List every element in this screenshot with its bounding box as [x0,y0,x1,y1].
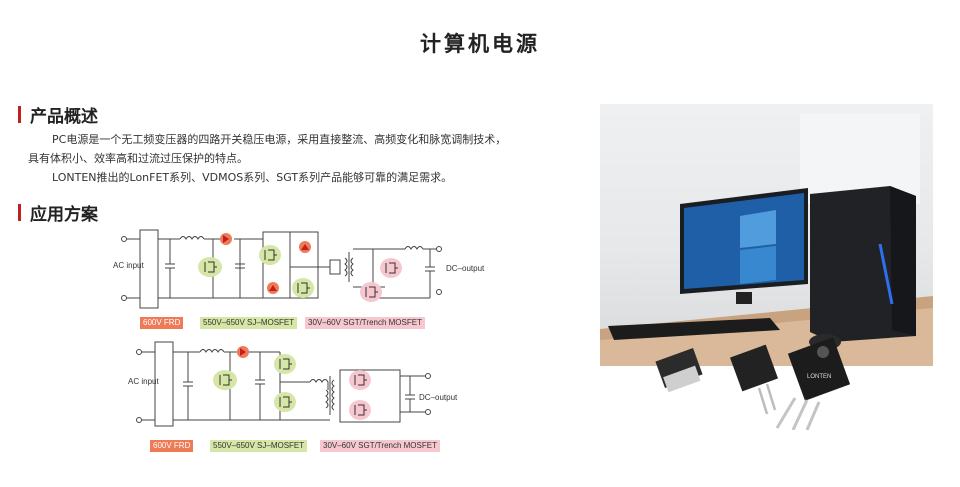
heading-accent-bar [18,106,21,123]
sj-mosfet-highlight [292,278,314,298]
pc-tower [810,186,916,342]
to220-package [729,344,779,415]
input-terminal [136,349,142,355]
sgt-mosfet-highlight [380,258,402,278]
sj-mosfet-highlight [274,354,296,374]
rectifier-bridge [139,229,159,309]
application-heading-text: 应用方案 [30,205,98,225]
dc-output-label: DC–output [446,264,485,273]
frd-tag: 600V FRD [150,440,194,452]
circuit-2-schematic [136,341,431,427]
sgt-mosfet-highlight [349,370,371,390]
frd-tag: 600V FRD [140,317,184,329]
sgt-mosfet-tag: 30V–60V SGT/Trench MOSFET [320,440,440,452]
sj-mosfet-highlight [213,370,237,390]
rectifier-bridge [154,341,174,427]
sgt-mosfet-highlight [349,400,371,420]
pc-illustration [600,114,933,366]
circuit-1-schematic [121,229,442,309]
sj-mosfet-highlight [198,257,222,277]
overview-heading: 产品概述 [18,102,98,127]
overview-line-3: LONTEN推出的LonFET系列、VDMOS系列、SGT系列产品能够可靠的满足… [52,171,453,184]
page-title: 计算机电源 [420,32,540,56]
sj-mosfet-highlight [259,245,281,265]
package-brand-mark: LONTEN [807,374,831,380]
ac-input-label: AC input [128,377,159,386]
output-terminal [436,246,442,252]
heading-accent-bar [18,204,21,221]
sj-mosfet-tag: 550V–650V SJ–MOSFET [200,317,298,329]
sgt-mosfet-tag: 30V–60V SGT/Trench MOSFET [305,317,425,329]
keyboard [608,318,780,340]
overview-heading-text: 产品概述 [30,107,98,127]
circuit-diagram-2: AC input DC–output 600V FRD 550V–650V SJ… [120,340,500,455]
output-terminal [436,289,442,295]
input-terminal [136,417,142,423]
output-terminal [425,373,431,379]
input-terminal [121,236,127,242]
overview-description: PC电源是一个无工频变压器的四路开关稳压电源，采用直接整流、高频变化和脉宽调制技… [28,130,588,187]
overview-line-2: 具有体积小、效率高和过流过压保护的特点。 [28,152,248,165]
transistor-packages: LONTEN [655,337,851,430]
to252-package [655,348,703,393]
circuit-diagram-1: AC input DC–output 600V FRD 550V–650V SJ… [105,222,485,332]
product-photo [600,104,933,366]
to247-package [775,337,851,430]
sj-mosfet-tag: 550V–650V SJ–MOSFET [210,440,308,452]
application-heading: 应用方案 [18,200,98,225]
overview-line-1: PC电源是一个无工频变压器的四路开关稳压电源，采用直接整流、高频变化和脉宽调制技… [52,133,507,146]
ac-input-label: AC input [113,261,144,270]
output-terminal [425,409,431,415]
input-terminal [121,295,127,301]
sgt-mosfet-highlight [360,282,382,302]
dc-output-label: DC–output [419,393,458,402]
sj-mosfet-highlight [274,392,296,412]
